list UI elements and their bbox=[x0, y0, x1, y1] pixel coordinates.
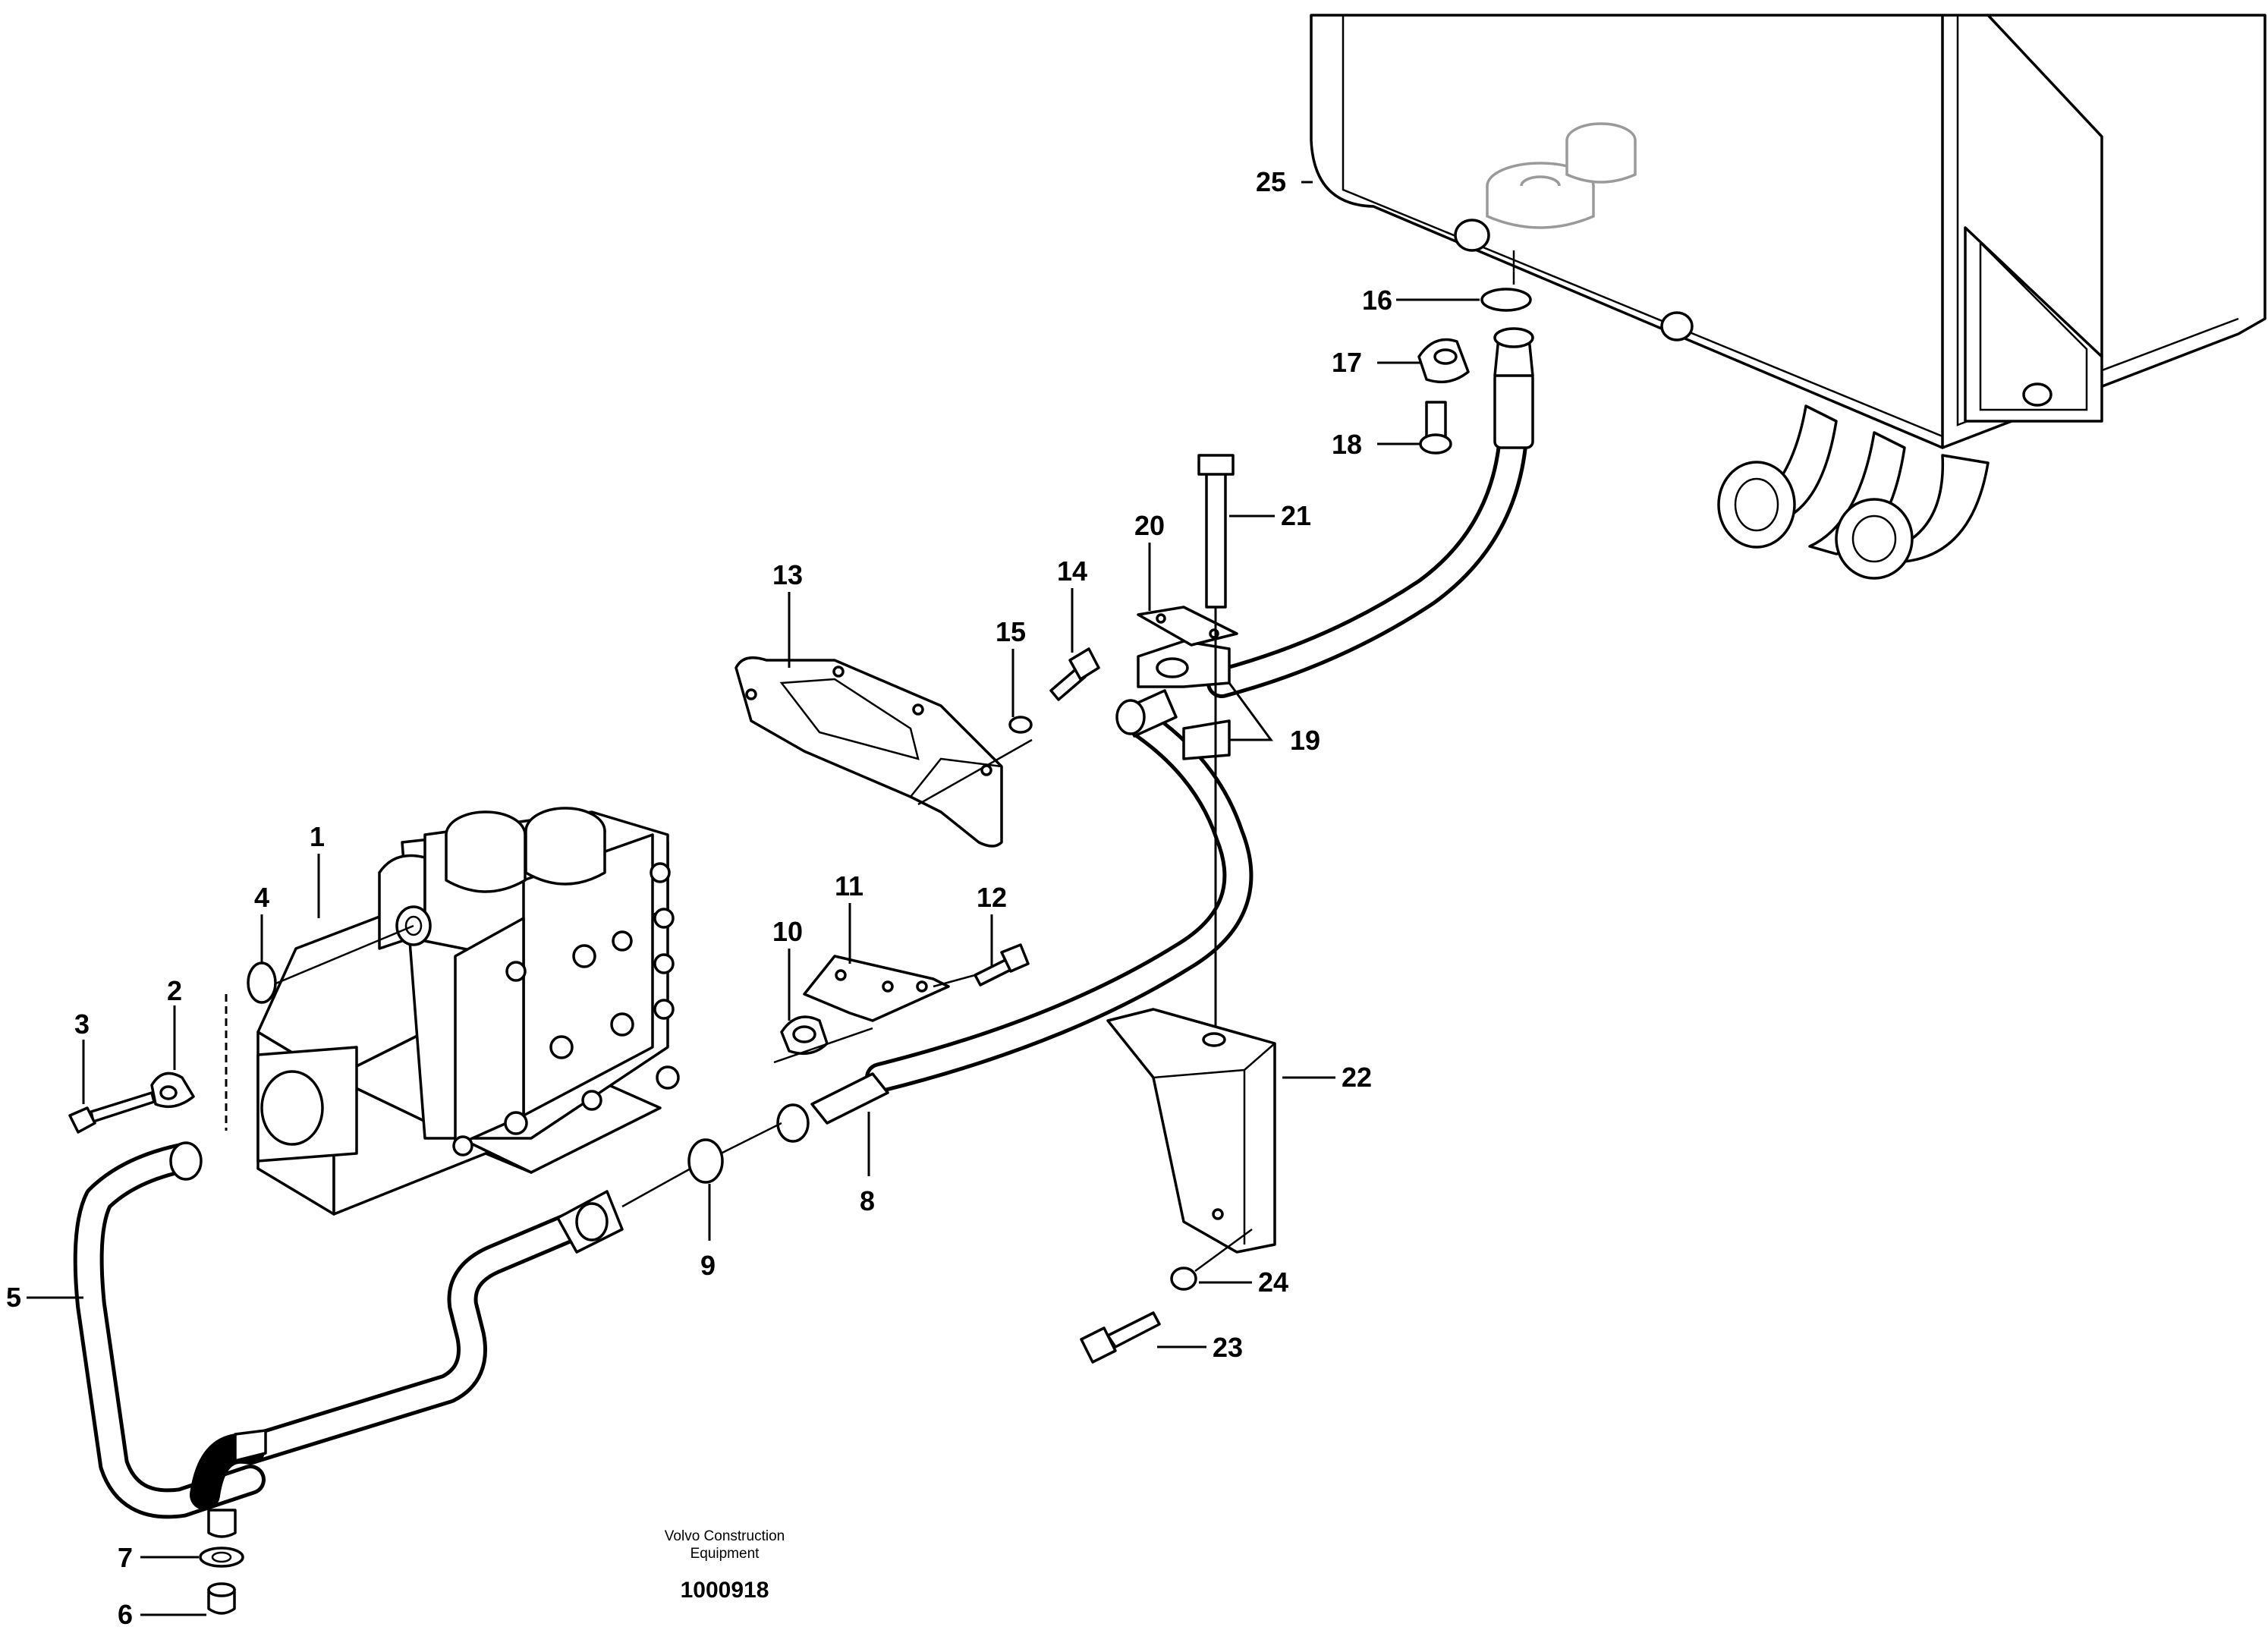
callout-19: 19 bbox=[1290, 725, 1320, 756]
callout-11: 11 bbox=[835, 870, 863, 902]
hydraulic-tank bbox=[1310, 14, 2266, 580]
suction-hose bbox=[776, 327, 1534, 1143]
flange-screw-3 bbox=[68, 1091, 156, 1134]
callout-3: 3 bbox=[74, 1009, 90, 1040]
clamp-10 bbox=[780, 1015, 829, 1056]
callout-16: 16 bbox=[1362, 285, 1392, 316]
callout-10: 10 bbox=[772, 916, 803, 947]
figure-number: 1000918 bbox=[681, 1578, 769, 1603]
bolt-21 bbox=[1197, 454, 1235, 1032]
callout-9: 9 bbox=[700, 1250, 716, 1281]
screw-14 bbox=[1049, 647, 1100, 701]
callout-2: 2 bbox=[167, 975, 182, 1006]
callout-1: 1 bbox=[310, 821, 325, 852]
maker-line-1: Volvo Construction bbox=[665, 1528, 785, 1544]
o-ring-16 bbox=[1480, 288, 1532, 312]
callout-25: 25 bbox=[1256, 166, 1286, 197]
maker-line-2: Equipment bbox=[690, 1546, 760, 1562]
callout-7: 7 bbox=[118, 1542, 133, 1573]
o-ring-9 bbox=[621, 1122, 782, 1208]
callout-20: 20 bbox=[1134, 510, 1165, 541]
bracket-13 bbox=[735, 656, 1033, 848]
o-ring-4 bbox=[247, 961, 277, 1004]
clamp-17 bbox=[1417, 338, 1470, 384]
support-bracket-22 bbox=[1106, 1008, 1276, 1254]
leader-lines bbox=[27, 181, 1480, 1616]
callout-6: 6 bbox=[118, 1599, 133, 1630]
screw-18 bbox=[1419, 401, 1452, 455]
callout-12: 12 bbox=[977, 882, 1007, 913]
bracket-11 bbox=[803, 955, 950, 1022]
screw-12 bbox=[773, 943, 1030, 1064]
callout-22: 22 bbox=[1342, 1062, 1372, 1093]
footer: Volvo Construction Equipment 1000918 bbox=[665, 1528, 785, 1603]
washer-7 bbox=[199, 1547, 244, 1568]
plug-6 bbox=[207, 1582, 236, 1615]
callout-15: 15 bbox=[996, 616, 1026, 647]
callout-24: 24 bbox=[1258, 1267, 1288, 1298]
callout-23: 23 bbox=[1213, 1332, 1243, 1363]
screw-23 bbox=[1080, 1311, 1161, 1364]
callout-8: 8 bbox=[860, 1185, 875, 1216]
pipe-5 bbox=[73, 1141, 624, 1538]
clamp-half-2 bbox=[150, 1071, 195, 1109]
control-valve bbox=[250, 807, 680, 1216]
callout-21: 21 bbox=[1281, 500, 1311, 531]
washer-15 bbox=[1008, 716, 1033, 734]
callout-5: 5 bbox=[6, 1282, 21, 1313]
callout-13: 13 bbox=[772, 559, 803, 590]
callout-14: 14 bbox=[1057, 555, 1087, 587]
callout-18: 18 bbox=[1332, 429, 1362, 460]
plate-20 bbox=[1137, 606, 1238, 647]
washer-24 bbox=[1170, 1228, 1253, 1291]
clamp-block-19 bbox=[1137, 640, 1231, 760]
callout-17: 17 bbox=[1332, 347, 1362, 378]
callout-labels: 1 4 2 3 5 7 6 8 9 10 11 12 13 14 15 20 2… bbox=[6, 166, 1392, 1630]
callout-4: 4 bbox=[254, 882, 269, 913]
